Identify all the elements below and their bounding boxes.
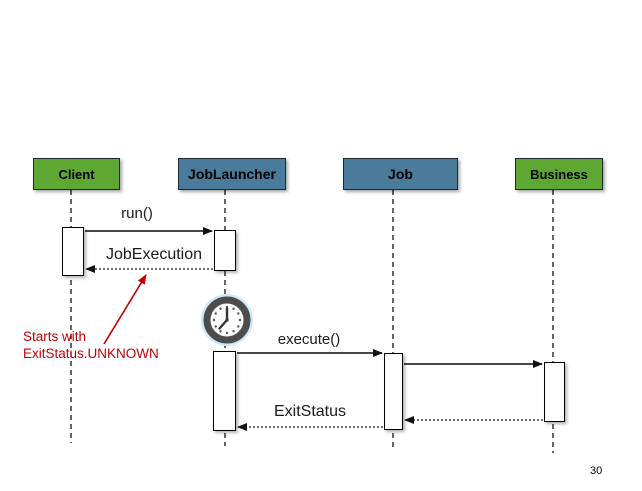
message-label-run: run() (121, 205, 153, 222)
annotation-note: Starts with ExitStatus.UNKNOWN (23, 328, 159, 362)
actor-label-business: Business (530, 166, 588, 182)
actor-box-business: Business (515, 158, 603, 190)
annotation-line-2: ExitStatus.UNKNOWN (23, 346, 159, 361)
actor-box-joblauncher: JobLauncher (178, 158, 286, 190)
activation-bar-job (384, 353, 403, 430)
message-label-jobexecution: JobExecution (105, 246, 203, 263)
activation-bar-business (544, 362, 565, 422)
actor-label-joblauncher: JobLauncher (188, 166, 276, 182)
page-number: 30 (590, 465, 603, 477)
annotation-arrow (103, 274, 147, 345)
actor-box-client: Client (33, 158, 120, 190)
activation-bar-joblauncher-1 (214, 230, 236, 271)
annotation-line-1: Starts with (23, 329, 87, 344)
clock-icon (201, 294, 253, 346)
message-label-exitstatus: ExitStatus (273, 403, 347, 420)
message-label-execute: execute() (277, 331, 341, 348)
actor-label-job: Job (388, 166, 413, 182)
activation-bar-client (62, 227, 84, 276)
actor-box-job: Job (343, 158, 458, 190)
actor-label-client: Client (58, 166, 95, 182)
activation-bar-joblauncher-2 (213, 351, 236, 431)
